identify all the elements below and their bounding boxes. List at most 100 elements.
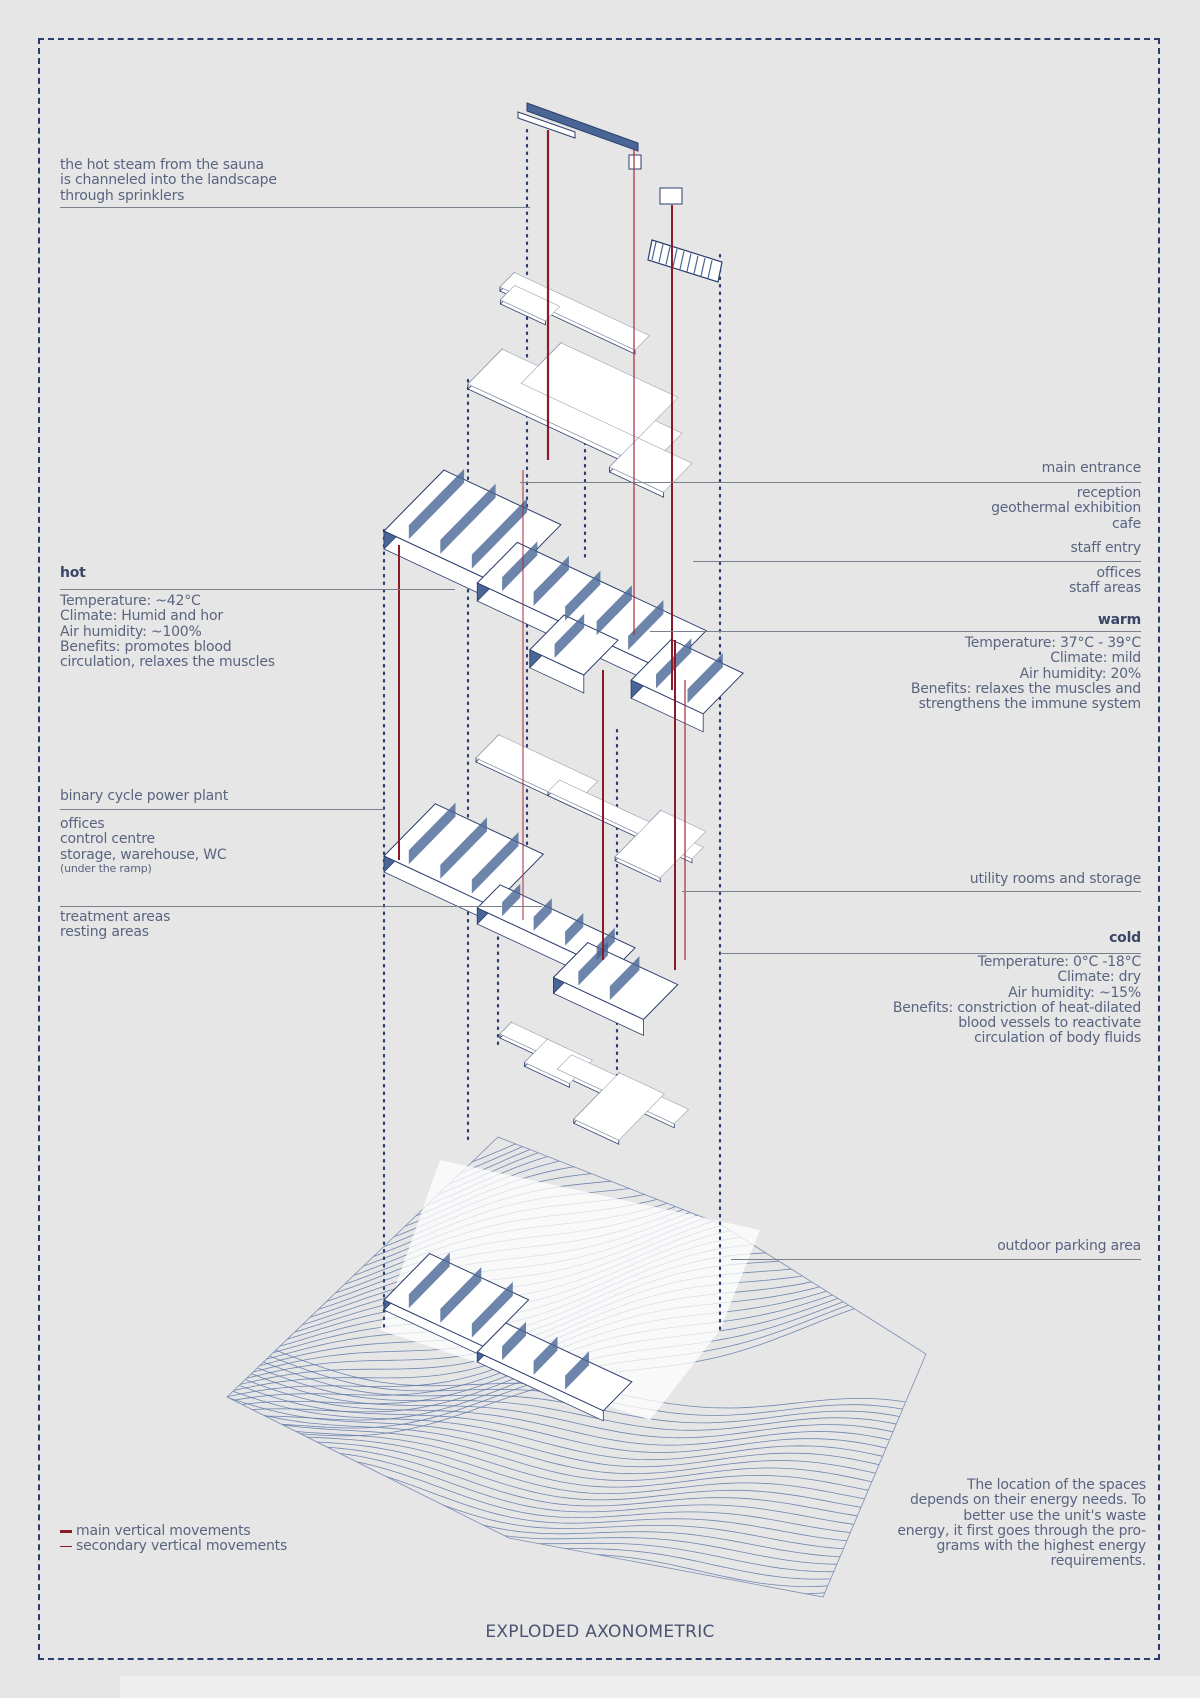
warm-detail: Temperature: 37°C - 39°C bbox=[964, 635, 1141, 651]
energy-note-line: depends on their energy needs. To bbox=[909, 1492, 1146, 1509]
cold-detail: blood vessels to reactivate bbox=[958, 1015, 1141, 1032]
slab-top-face bbox=[614, 810, 707, 879]
grating-bar bbox=[651, 241, 657, 261]
contour-line bbox=[227, 1424, 926, 1509]
leader-line bbox=[60, 207, 530, 208]
reception-label: reception geothermal exhibition cafe bbox=[991, 485, 1141, 532]
slab-top-face bbox=[499, 272, 650, 351]
legend-item-main: main vertical movements bbox=[60, 1523, 287, 1539]
chimney-box bbox=[628, 154, 642, 170]
roof-cabin bbox=[659, 187, 683, 205]
contour-line bbox=[227, 1377, 926, 1460]
floor-layers bbox=[383, 102, 744, 1422]
secondary-movement-swatch bbox=[60, 1545, 72, 1547]
offices-staff-label: offices staff areas bbox=[1069, 565, 1141, 597]
leader-line bbox=[693, 561, 1141, 562]
leader-line bbox=[720, 953, 1141, 954]
grating-bar bbox=[707, 260, 713, 279]
plant-rooms: offices control centre storage, warehous… bbox=[60, 816, 227, 875]
energy-note-line: grams with the highest energy bbox=[936, 1538, 1146, 1555]
contour-line bbox=[227, 1438, 926, 1522]
slab-top-face bbox=[573, 1072, 665, 1141]
interior-wall bbox=[554, 613, 585, 658]
reception-line: cafe bbox=[1111, 515, 1141, 532]
hot-detail: circulation, relaxes the muscles bbox=[60, 654, 275, 671]
interior-wall bbox=[502, 883, 521, 917]
leader-line bbox=[60, 809, 385, 810]
interior-wall bbox=[408, 802, 456, 865]
interior-wall bbox=[502, 1321, 526, 1361]
sauna-note: the hot steam from the sauna is channele… bbox=[60, 157, 277, 204]
offices-line: offices bbox=[1096, 565, 1141, 581]
cold-details: Temperature: 0°C -18°C Climate: dry Air … bbox=[892, 954, 1141, 1047]
interior-wall bbox=[596, 585, 632, 636]
contour-line bbox=[227, 1431, 926, 1516]
contour-line bbox=[227, 1369, 926, 1451]
warm-detail: Climate: mild bbox=[1050, 650, 1141, 667]
interior-wall bbox=[687, 653, 723, 704]
legend-label: main vertical movements bbox=[76, 1523, 251, 1539]
treatment-line: resting areas bbox=[60, 924, 149, 941]
interior-wall bbox=[533, 555, 569, 606]
energy-note-line: energy, it first goes through the pro- bbox=[897, 1522, 1146, 1539]
interior-wall bbox=[533, 1336, 558, 1375]
hot-detail: Benefits: promotes blood bbox=[60, 638, 232, 655]
contour-line bbox=[227, 1410, 926, 1494]
contour-line bbox=[227, 1480, 926, 1580]
hot-detail: Climate: Humid and hor bbox=[60, 608, 223, 625]
grating-bar bbox=[693, 255, 699, 274]
warm-detail: Air humidity: 20% bbox=[1019, 665, 1142, 682]
reception-line: geothermal exhibition bbox=[991, 500, 1141, 517]
slab-top-face bbox=[528, 614, 619, 676]
grating-bar bbox=[672, 248, 678, 268]
skylight-bar bbox=[526, 102, 639, 152]
grating-bar bbox=[686, 253, 692, 272]
roof-slab-lower bbox=[467, 341, 693, 498]
interior-wall bbox=[628, 600, 664, 650]
grating-bar bbox=[665, 246, 671, 265]
drawing-title: EXPLODED AXONOMETRIC bbox=[485, 1622, 715, 1642]
roof-slab-upper bbox=[499, 271, 650, 355]
energy-note-line: The location of the spaces bbox=[966, 1477, 1146, 1493]
warm-heading: warm bbox=[1097, 612, 1141, 628]
contour-line bbox=[227, 1361, 926, 1442]
interior-wall bbox=[471, 832, 519, 894]
energy-note: The location of the spaces depends on th… bbox=[897, 1477, 1146, 1570]
interior-wall bbox=[408, 468, 465, 540]
plant-room: control centre bbox=[60, 831, 155, 848]
contour-line bbox=[227, 1508, 926, 1597]
interior-wall bbox=[565, 913, 584, 946]
grating-bar bbox=[700, 257, 706, 277]
parking-label: outdoor parking area bbox=[997, 1238, 1141, 1254]
dashed-frame bbox=[38, 38, 1160, 1660]
contour-line bbox=[227, 1444, 926, 1529]
interior-wall bbox=[565, 1351, 589, 1390]
plant-room: offices bbox=[60, 816, 105, 832]
interior-wall bbox=[408, 1252, 450, 1309]
cold-detail: Climate: dry bbox=[1057, 969, 1141, 986]
interior-wall bbox=[440, 1267, 482, 1323]
cold-detail: Benefits: constriction of heat-dilated bbox=[892, 999, 1141, 1016]
lower-slab bbox=[499, 1021, 690, 1145]
staff-entry-label: staff entry bbox=[1070, 540, 1142, 556]
contour-line bbox=[227, 1529, 926, 1597]
interior-wall bbox=[609, 956, 640, 1001]
contour-line bbox=[227, 1449, 926, 1536]
contour-line bbox=[227, 1402, 926, 1486]
leader-line bbox=[60, 589, 455, 590]
contour-line bbox=[227, 1490, 926, 1595]
main-entrance-label: main entrance bbox=[1041, 460, 1142, 476]
terrain-outline bbox=[226, 1136, 927, 1598]
plant-note: (under the ramp) bbox=[60, 861, 152, 875]
interior-wall bbox=[578, 941, 608, 986]
warm-detail: Benefits: relaxes the muscles and bbox=[910, 680, 1141, 697]
cold-detail: Air humidity: ~15% bbox=[1008, 984, 1141, 1001]
site-clearing bbox=[380, 1160, 760, 1420]
treatment-label: treatment areas resting areas bbox=[60, 909, 171, 941]
utility-label: utility rooms and storage bbox=[969, 871, 1141, 887]
treatment-line: treatment areas bbox=[60, 909, 171, 925]
hot-details: Temperature: ~42°C Climate: Humid and ho… bbox=[60, 593, 275, 671]
roof-elements bbox=[517, 102, 723, 283]
slab-top-face bbox=[630, 638, 744, 715]
